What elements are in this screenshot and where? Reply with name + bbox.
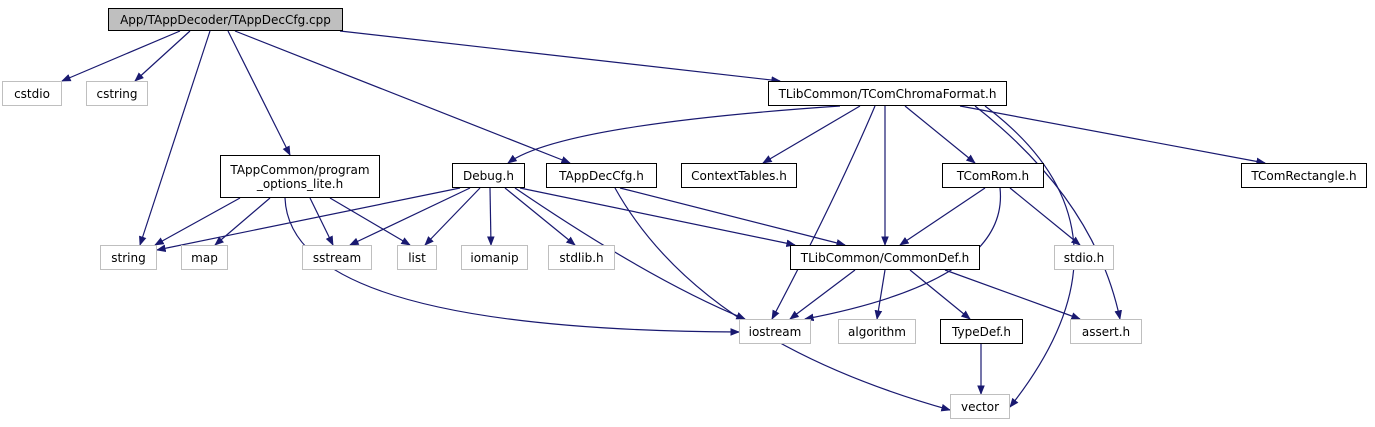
edge-debug-to-iomanip — [487, 187, 495, 246]
edge-chromaformat-to-iostream — [771, 105, 876, 320]
node-tcomchromaformat-h[interactable]: TLibCommon/TComChromaFormat.h — [768, 81, 1007, 106]
edge-root-to-program_options — [227, 30, 291, 156]
edge-commondef-to-algorithm — [874, 269, 886, 320]
edge-chromaformat-to-tcomrectangle — [959, 105, 1266, 166]
edge-program_options-to-iostream — [284, 197, 740, 336]
node-string[interactable]: string — [100, 245, 157, 270]
edge-debug-to-iostream — [514, 187, 746, 320]
node-debug-h[interactable]: Debug.h — [452, 163, 525, 188]
node-contexttables-h[interactable]: ContextTables.h — [681, 163, 797, 188]
node-root-tappdeccfg-cpp[interactable]: App/TAppDecoder/TAppDecCfg.cpp — [108, 8, 343, 31]
node-commondef-h[interactable]: TLibCommon/CommonDef.h — [790, 245, 980, 270]
edge-chromaformat-to-debug — [507, 105, 841, 164]
edge-chromaformat-to-tcomrom — [904, 105, 976, 164]
edge-root-to-cstdio — [61, 30, 181, 82]
edge-root-to-cstring — [134, 30, 191, 82]
edge-program_options-to-sstream — [309, 197, 334, 246]
edge-root-to-string — [139, 30, 211, 246]
edge-chromaformat-to-assert — [974, 105, 1122, 320]
edge-program_options-to-map — [214, 197, 271, 246]
edge-chromaformat-to-contexttables — [762, 105, 861, 164]
edge-tcomrom-to-stdio — [1009, 187, 1081, 246]
node-tappdeccfg-h[interactable]: TAppDecCfg.h — [546, 163, 657, 188]
edge-program_options-to-string — [154, 197, 241, 246]
node-stdlib-h[interactable]: stdlib.h — [548, 245, 615, 270]
node-stdio-h[interactable]: stdio.h — [1054, 245, 1114, 270]
node-tcomrom-h[interactable]: TComRom.h — [942, 163, 1044, 188]
edge-tappdeccfg_h-to-commondef — [619, 187, 846, 247]
node-cstring[interactable]: cstring — [86, 81, 148, 106]
node-map[interactable]: map — [181, 245, 228, 270]
edge-commondef-to-assert — [944, 269, 1081, 320]
edge-root-to-tappdeccfg_h — [234, 30, 571, 164]
node-cstdio[interactable]: cstdio — [2, 81, 62, 106]
node-tcomrectangle-h[interactable]: TComRectangle.h — [1241, 163, 1367, 188]
edge-commondef-to-typedef — [909, 269, 971, 320]
edge-root-to-chromaformat — [339, 30, 781, 84]
node-typedef-h[interactable]: TypeDef.h — [940, 319, 1023, 344]
node-list[interactable]: list — [397, 245, 437, 270]
node-sstream[interactable]: sstream — [302, 245, 372, 270]
node-vector[interactable]: vector — [950, 394, 1010, 419]
edge-program_options-to-list — [329, 197, 411, 246]
node-algorithm[interactable]: algorithm — [838, 319, 916, 344]
edge-debug-to-list — [424, 187, 481, 246]
edge-debug-to-commondef — [519, 187, 796, 248]
edge-debug-to-string — [156, 187, 461, 253]
edge-commondef-to-iostream — [789, 269, 856, 320]
edge-debug-to-sstream — [349, 187, 471, 246]
edge-debug-to-stdlib — [504, 187, 576, 246]
node-iostream[interactable]: iostream — [739, 319, 811, 344]
node-assert-h[interactable]: assert.h — [1070, 319, 1142, 344]
node-iomanip[interactable]: iomanip — [461, 245, 528, 270]
edge-tcomrom-to-commondef — [899, 187, 986, 246]
node-program-options-lite-h[interactable]: TAppCommon/program _options_lite.h — [220, 155, 380, 198]
